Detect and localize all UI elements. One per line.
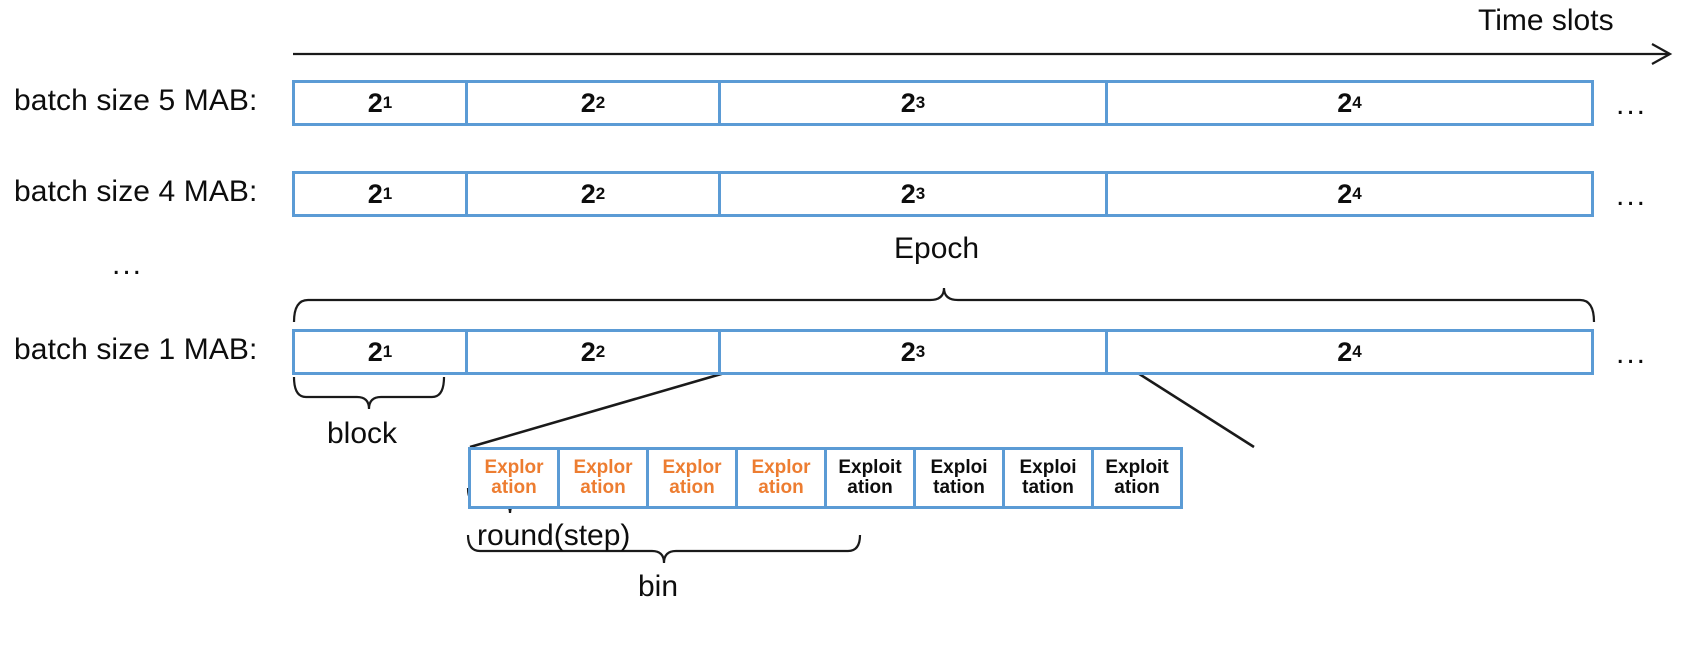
round-box-line1: Exploit <box>838 457 902 479</box>
epoch-box-base: 2 <box>1337 178 1353 209</box>
time-axis-label: Time slots <box>1478 4 1614 37</box>
row-trailing-ellipsis: ... <box>1616 179 1648 212</box>
block-brace <box>292 376 446 410</box>
round-box-line1: Exploi <box>1019 457 1077 479</box>
round-box-line2: ation <box>1114 477 1160 498</box>
round-box-line1: Exploit <box>1105 457 1169 479</box>
round-box-exploitation[interactable]: Exploit ation <box>1091 447 1183 509</box>
epoch-label: Epoch <box>894 232 980 265</box>
epoch-box-base: 2 <box>900 87 916 118</box>
round-box-line1: Explor <box>751 457 811 479</box>
epoch-brace <box>292 287 1596 323</box>
round-box-exploration[interactable]: Explor ation <box>646 447 738 509</box>
epoch-box-base: 2 <box>367 87 383 118</box>
epoch-box-base: 2 <box>367 336 383 367</box>
round-strip: Explor ation Explor ation Explor ation E… <box>468 447 1183 509</box>
round-box-line2: tation <box>1022 477 1074 498</box>
round-box-exploitation[interactable]: Exploi tation <box>913 447 1005 509</box>
round-box-line1: Exploi <box>930 457 988 479</box>
epoch-box-base: 2 <box>580 178 596 209</box>
row-trailing-ellipsis: ... <box>1616 88 1648 121</box>
round-box-line1: Explor <box>484 457 544 479</box>
round-box-line2: ation <box>758 477 804 498</box>
row-label-batch-5: batch size 5 MAB: <box>14 84 258 117</box>
round-box-line2: tation <box>933 477 985 498</box>
epoch-box-base: 2 <box>367 178 383 209</box>
epoch-box-base: 2 <box>1337 87 1353 118</box>
round-box-exploration[interactable]: Explor ation <box>735 447 827 509</box>
round-box-exploration[interactable]: Explor ation <box>557 447 649 509</box>
round-box-exploration[interactable]: Explor ation <box>468 447 560 509</box>
round-box-exploitation[interactable]: Exploit ation <box>824 447 916 509</box>
round-box-exploitation[interactable]: Exploi tation <box>1002 447 1094 509</box>
round-box-line2: ation <box>491 477 537 498</box>
row-label-batch-4: batch size 4 MAB: <box>14 175 258 208</box>
epoch-box-base: 2 <box>580 87 596 118</box>
zoom-connector-lines <box>469 368 1255 449</box>
row-trailing-ellipsis: ... <box>1616 337 1648 370</box>
epoch-box-base: 2 <box>1337 336 1353 367</box>
epoch-box-base: 2 <box>900 336 916 367</box>
round-box-line2: ation <box>669 477 715 498</box>
epoch-box-base: 2 <box>580 336 596 367</box>
row-label-batch-1: batch size 1 MAB: <box>14 333 258 366</box>
round-step-label: round(step) <box>477 519 631 552</box>
time-axis-arrow <box>293 43 1673 65</box>
round-box-line2: ation <box>847 477 893 498</box>
round-box-line1: Explor <box>573 457 633 479</box>
rows-continuation-ellipsis: ... <box>112 248 144 281</box>
round-box-line2: ation <box>580 477 626 498</box>
block-label: block <box>327 417 398 450</box>
bin-label: bin <box>638 570 679 603</box>
round-box-line1: Explor <box>662 457 722 479</box>
epoch-box-base: 2 <box>900 178 916 209</box>
